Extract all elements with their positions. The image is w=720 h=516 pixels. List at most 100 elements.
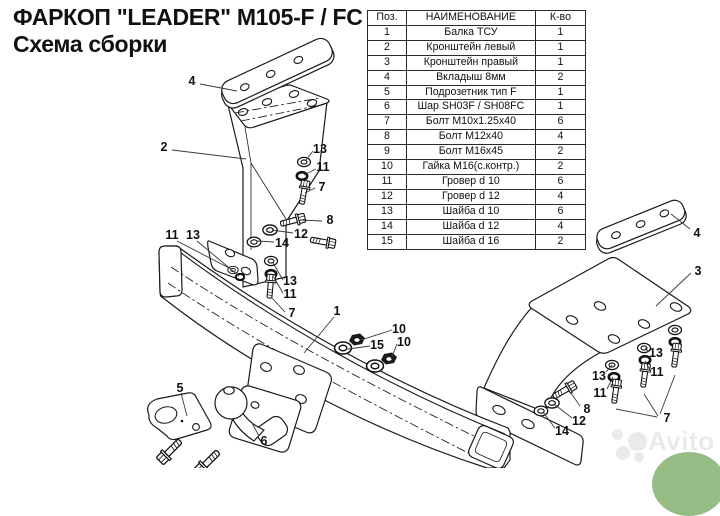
callout-13: 13 (283, 274, 297, 288)
table-cell: 1 (367, 24, 407, 41)
table-cell: 7 (367, 114, 407, 131)
table-cell: 1 (534, 39, 587, 56)
table-cell: Шар SH03F / SH08FC (405, 99, 536, 116)
right-strip-plate (595, 199, 687, 254)
callout-3: 3 (695, 264, 702, 278)
avito-text: Avito (648, 426, 715, 456)
page-title: ФАРКОП "LEADER" M105-F / FC Схема сборки (13, 4, 363, 58)
table-cell: Гайка M16(с.контр.) (405, 159, 536, 175)
table-cell: 6 (367, 99, 407, 116)
table-cell: 14 (367, 218, 407, 235)
table-cell: Шайба d 12 (405, 218, 536, 235)
callout-7: 7 (664, 411, 671, 425)
table-cell: 8 (367, 129, 407, 146)
page: { "title": { "line1": "ФАРКОП \"LEADER\"… (13, 4, 720, 516)
table-cell: 6 (534, 173, 587, 190)
table-cell: Болт M16x45 (405, 144, 536, 161)
callout-14: 14 (275, 236, 289, 250)
callout-8: 8 (327, 213, 334, 227)
table-cell: 4 (534, 188, 587, 205)
table-cell: 4 (534, 129, 587, 146)
avito-logo-icon (616, 446, 630, 460)
table-cell: Балка ТСУ (405, 24, 536, 41)
table-cell: 11 (367, 173, 407, 190)
callout-12: 12 (572, 414, 586, 428)
avito-logo-icon (634, 452, 644, 462)
table-cell: 6 (534, 114, 587, 131)
table-header-row: Поз. НАИМЕНОВАНИЕ К-во (367, 10, 587, 26)
table-cell: Болт M10x1.25x40 (405, 114, 536, 131)
callout-15: 15 (370, 338, 384, 352)
callout-14: 14 (555, 424, 569, 438)
table-cell: 12 (367, 188, 407, 205)
table-cell: 9 (367, 144, 407, 161)
table-cell: Вкладыш 8мм (405, 69, 536, 86)
callout-11: 11 (165, 228, 178, 242)
callout-1: 1 (334, 304, 341, 318)
header-qty: К-во (534, 10, 587, 26)
table-cell: 4 (534, 218, 587, 235)
table-cell: 13 (367, 203, 407, 220)
table-cell: 2 (534, 233, 587, 250)
table-cell: Гровер d 10 (405, 173, 536, 190)
ball-part (214, 385, 302, 453)
title-line-1: ФАРКОП "LEADER" M105-F / FC (13, 4, 363, 30)
table-cell: 10 (367, 159, 407, 175)
left-strip-plate (221, 37, 335, 109)
assembly-diagram: 4213117812141113131171101510564313111311… (147, 37, 702, 468)
callout-13: 13 (592, 369, 606, 383)
table-cell: Гровер d 12 (405, 188, 536, 205)
table-cell: Кронштейн левый (405, 39, 536, 56)
table-cell: 3 (367, 54, 407, 71)
callout-12: 12 (294, 227, 308, 241)
table-cell: 2 (534, 144, 587, 161)
beam-part (158, 245, 514, 468)
table-cell: Подрозетник тип F (405, 84, 536, 101)
table-cell: Болт M12x40 (405, 129, 536, 146)
callout-7: 7 (289, 306, 296, 320)
callout-10: 10 (392, 322, 406, 336)
bolt-9-group (154, 435, 224, 468)
callout-4: 4 (694, 226, 701, 240)
table-cell: 6 (534, 203, 587, 220)
callout-2: 2 (161, 140, 168, 154)
callout-4: 4 (189, 74, 196, 88)
table-cell: Кронштейн правый (405, 54, 536, 71)
avito-watermark: Avito (608, 424, 720, 468)
callout-6: 6 (261, 434, 268, 448)
callout-11: 11 (283, 287, 296, 301)
table-cell: 4 (367, 69, 407, 86)
table-cell: 1 (534, 84, 587, 101)
header-pos: Поз. (367, 10, 407, 26)
table-cell: Шайба d 10 (405, 203, 536, 220)
avito-logo-icon (612, 429, 623, 440)
table-cell: 2 (367, 39, 407, 56)
table-cell: 5 (367, 84, 407, 101)
callout-11: 11 (650, 365, 663, 379)
callout-13: 13 (649, 346, 663, 360)
right-bracket-part (475, 256, 692, 466)
table-cell: 15 (367, 233, 407, 250)
callout-11: 11 (593, 386, 606, 400)
header-name: НАИМЕНОВАНИЕ (405, 10, 536, 26)
table-cell: 1 (534, 54, 587, 71)
callout-7: 7 (319, 180, 326, 194)
table-cell: 1 (534, 24, 587, 41)
table-cell: 2 (534, 159, 587, 175)
leader-lines (171, 83, 692, 437)
